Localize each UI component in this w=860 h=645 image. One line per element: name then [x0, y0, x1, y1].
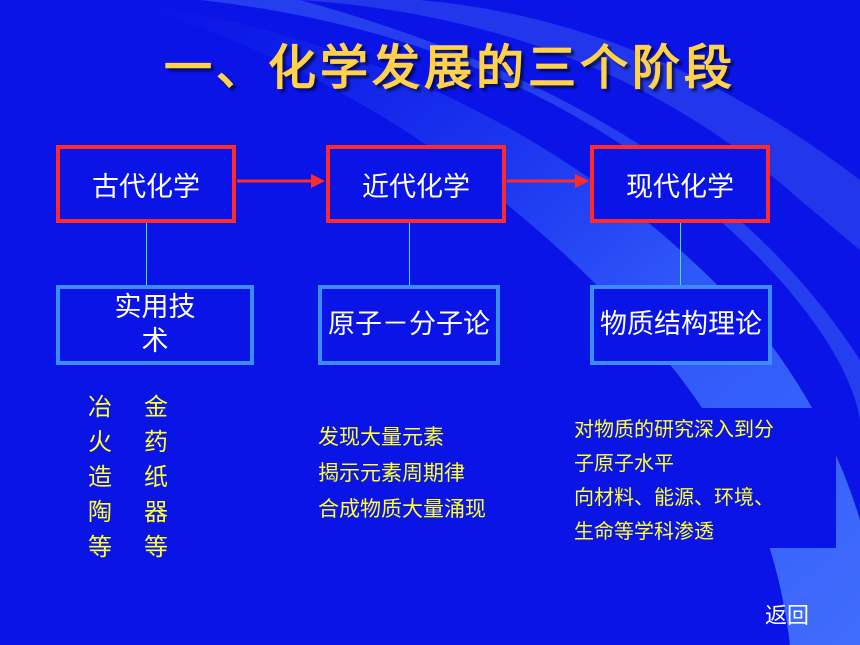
stage-label: 近代化学	[362, 171, 470, 203]
stage-modern-era-chemistry: 近代化学	[326, 145, 506, 223]
theory-line: 物质结构理论	[600, 309, 762, 340]
contemporary-desc: 对物质的研究深入到分 子原子水平 向材料、能源、环境、 生命等学科渗透	[564, 408, 836, 548]
stage-label: 古代化学	[92, 171, 200, 203]
stage-contemporary-chemistry: 现代化学	[590, 145, 770, 223]
theory-line: 原子－分子论	[328, 309, 490, 340]
connector-line	[409, 223, 410, 285]
connector-line	[146, 223, 147, 285]
ancient-desc-right: 金 药 纸 器 等	[144, 393, 168, 561]
theory-structure-of-matter: 物质结构理论	[590, 285, 772, 365]
stage-ancient-chemistry: 古代化学	[56, 145, 236, 223]
stage-label: 现代化学	[626, 171, 734, 203]
ancient-desc-left: 冶 火 造 陶 等	[88, 393, 112, 561]
theory-line: 术	[141, 326, 169, 357]
connector-line	[680, 223, 681, 285]
back-link[interactable]: 返回	[765, 604, 810, 629]
theory-line: 实用技	[114, 292, 196, 323]
modern-era-desc: 发现大量元素 揭示元素周期律 合成物质大量涌现	[318, 425, 486, 521]
arrow-head-icon	[311, 174, 325, 188]
theory-practical-technology: 实用技 术	[56, 285, 254, 365]
arrow-head-icon	[575, 174, 589, 188]
page-title: 一、化学发展的三个阶段	[163, 40, 736, 96]
theory-atomic-molecular: 原子－分子论	[318, 285, 500, 365]
